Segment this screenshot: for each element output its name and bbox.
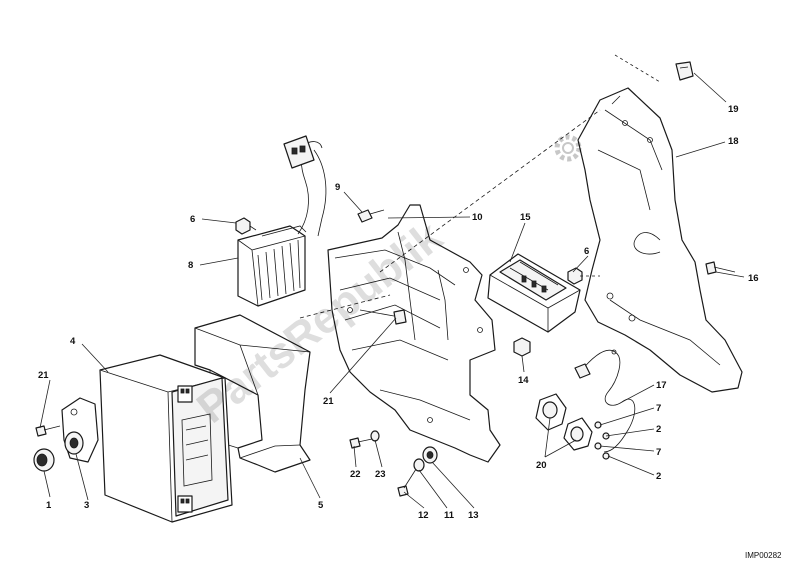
part-13-grommet — [422, 446, 438, 464]
part-22-screw — [349, 437, 373, 449]
callout-1: 1 — [46, 500, 52, 511]
callout-6-right: 6 — [584, 246, 589, 257]
callout-18: 18 — [728, 136, 739, 147]
part-18-rear-panel — [577, 54, 743, 393]
callout-3: 3 — [84, 500, 89, 511]
part-12-bolt — [397, 465, 419, 497]
part-9-screw — [357, 209, 385, 223]
leader-lines — [39, 72, 745, 509]
part-8-voltage-regulator — [237, 135, 327, 307]
callout-22: 22 — [350, 469, 361, 480]
part-4-control-unit — [99, 354, 233, 523]
callout-21-left: 21 — [38, 370, 49, 381]
part-16-screw — [705, 261, 736, 275]
callout-11: 11 — [444, 510, 455, 521]
part-3-rubber-mount — [61, 397, 99, 463]
gear-icon — [554, 134, 582, 162]
callout-8: 8 — [188, 260, 193, 271]
callout-7-upper: 7 — [656, 403, 661, 414]
callout-4: 4 — [70, 336, 76, 347]
part-5-bracket-tray — [194, 314, 311, 473]
callout-23: 23 — [375, 469, 386, 480]
reference-code: IMP00282 — [745, 551, 782, 560]
part-11-washer — [413, 458, 425, 472]
part-6-nut-left — [235, 217, 251, 235]
callout-21-centre: 21 — [323, 396, 334, 407]
part-1-cap — [33, 448, 55, 472]
callout-14: 14 — [518, 375, 529, 386]
callout-19: 19 — [728, 104, 739, 115]
part-6-nut-right — [567, 267, 583, 285]
part-20-connectors — [535, 393, 593, 451]
main-bracket-frame — [327, 204, 501, 463]
callout-labels: 6 8 9 10 15 6 14 16 18 19 4 21 1 3 5 21 … — [38, 104, 759, 521]
callout-7-lower: 7 — [656, 447, 661, 458]
callout-6-left: 6 — [190, 214, 195, 225]
callout-2-lower: 2 — [656, 471, 661, 482]
callout-10: 10 — [472, 212, 483, 223]
part-21-bolt-centre — [359, 309, 407, 325]
part-15-fuse-box — [487, 253, 581, 333]
callout-13: 13 — [468, 510, 479, 521]
part-19-clip — [675, 61, 694, 81]
callout-16: 16 — [748, 273, 759, 284]
part-21-screw-left — [35, 425, 61, 437]
callout-2-upper: 2 — [656, 424, 661, 435]
part-23-washer — [370, 430, 380, 442]
callout-5: 5 — [318, 500, 324, 511]
callout-17: 17 — [656, 380, 667, 391]
part-14-grommet — [513, 337, 531, 357]
callout-12: 12 — [418, 510, 429, 521]
callout-20: 20 — [536, 460, 547, 471]
callout-15: 15 — [520, 212, 531, 223]
parts-2-7-terminals — [594, 421, 610, 460]
callout-9: 9 — [335, 182, 340, 193]
alignment-lines — [299, 109, 601, 319]
